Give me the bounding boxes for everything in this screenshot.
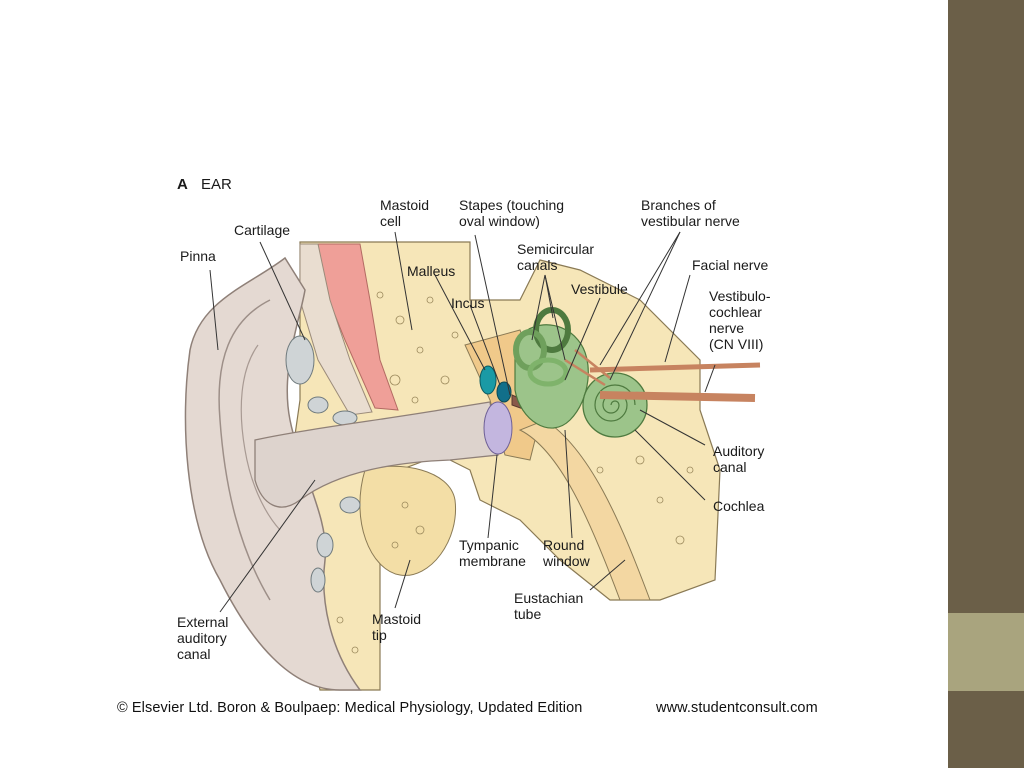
pinna-fold [218, 299, 271, 601]
label-round-window: Round window [543, 537, 590, 569]
label-semicircular-canals: Semicircular canals [517, 241, 595, 273]
panel-letter: A [177, 176, 188, 193]
label-vestibule: Vestibule [571, 281, 628, 297]
bone-speckles [336, 291, 694, 654]
tympanic-membrane [483, 401, 513, 455]
cartilage-plate-4 [316, 532, 334, 558]
vestibulocochlear-nerve-shape [599, 391, 756, 402]
figure-copyright: © Elsevier Ltd. Boron & Boulpaep: Medica… [117, 700, 583, 716]
label-auditory-canal: Auditory canal [713, 443, 765, 475]
label-facial-nerve: Facial nerve [692, 257, 769, 273]
label-cartilage: Cartilage [234, 222, 291, 238]
malleus-shape [479, 365, 497, 395]
vestibule-body [514, 324, 589, 429]
cartilage-plate-5 [310, 567, 326, 593]
label-stapes: Stapes (touching oval window) [459, 197, 565, 229]
ear-diagram [184, 231, 761, 691]
label-mastoid-cell: Mastoid cell [380, 197, 430, 229]
cartilage-plate-1 [285, 335, 315, 385]
panel-title: EAR [201, 176, 232, 193]
skin-layer [299, 243, 373, 416]
figure-source-url: www.studentconsult.com [656, 700, 818, 716]
cartilage-plate-6 [339, 496, 361, 514]
semicircular-canal-3 [527, 357, 569, 387]
label-malleus: Malleus [407, 263, 456, 279]
label-incus: Incus [451, 295, 485, 311]
external-canal [254, 401, 499, 508]
cartilage-plate-2 [307, 396, 329, 414]
eustachian-tube [518, 419, 651, 601]
vestibular-nerve-branch-2 [574, 349, 611, 379]
incus-shape [496, 381, 512, 403]
mastoid-tip-shape [359, 465, 457, 576]
pinna-inner-fold [240, 344, 281, 531]
sidebar-accent-block [948, 613, 1024, 691]
label-eustachian-tube: Eustachian tube [514, 590, 584, 622]
cochlea-spiral [594, 384, 636, 422]
label-cochlea: Cochlea [713, 498, 765, 514]
label-tympanic-membrane: Tympanic membrane [459, 537, 526, 569]
facial-nerve-shape [589, 362, 761, 373]
label-mastoid-tip: Mastoid tip [372, 611, 422, 643]
label-external-auditory-canal: External auditory canal [177, 614, 229, 662]
cochlea-shape [582, 372, 648, 438]
leader-lines [209, 231, 716, 613]
label-vestibulocochlear-nerve: Vestibulo- cochlear nerve (CN VIII) [709, 288, 771, 352]
label-branches-vestibular-nerve: Branches of vestibular nerve [641, 197, 740, 229]
label-pinna: Pinna [180, 248, 216, 264]
